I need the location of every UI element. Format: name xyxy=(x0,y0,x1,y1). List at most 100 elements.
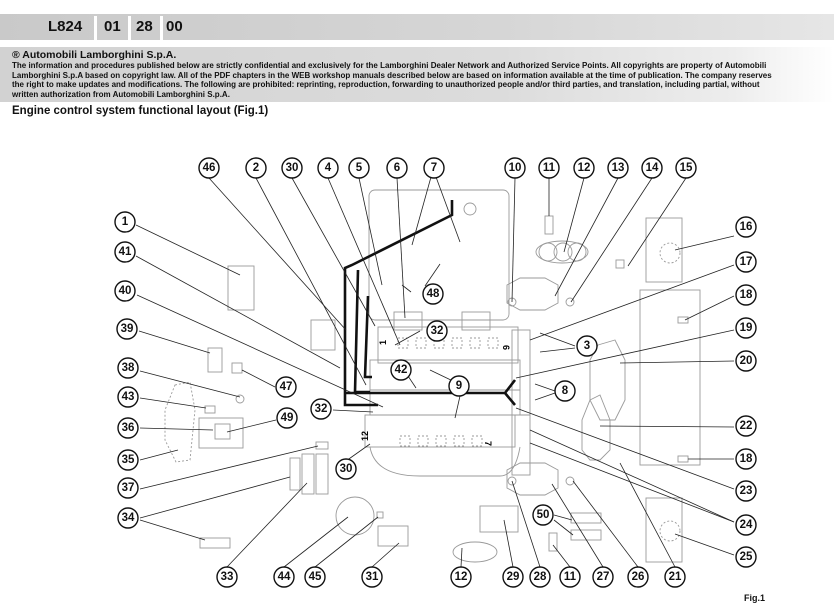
callout-36[interactable]: 36 xyxy=(117,417,139,439)
callout-44[interactable]: 44 xyxy=(273,566,295,588)
callout-31[interactable]: 31 xyxy=(361,566,383,588)
svg-text:5: 5 xyxy=(356,162,363,174)
svg-text:30: 30 xyxy=(340,463,353,475)
svg-text:43: 43 xyxy=(122,391,135,403)
callout-23[interactable]: 23 xyxy=(735,480,757,502)
callout-30-lower[interactable]: 30 xyxy=(335,458,357,480)
copyright-notice: ® Automobili Lamborghini S.p.A. The info… xyxy=(0,47,834,102)
svg-text:22: 22 xyxy=(740,420,753,432)
callout-43[interactable]: 43 xyxy=(117,386,139,408)
callout-42[interactable]: 42 xyxy=(390,359,412,381)
svg-text:27: 27 xyxy=(597,571,610,583)
airflow-ring-top xyxy=(535,240,589,264)
callout-28[interactable]: 28 xyxy=(529,566,551,588)
callout-7[interactable]: 7 xyxy=(423,157,445,179)
callout-39[interactable]: 39 xyxy=(116,318,138,340)
callout-18-top[interactable]: 18 xyxy=(735,284,757,306)
callout-15[interactable]: 15 xyxy=(675,157,697,179)
callout-17[interactable]: 17 xyxy=(735,251,757,273)
callout-12-bottom[interactable]: 12 xyxy=(450,566,472,588)
callout-48[interactable]: 48 xyxy=(422,283,444,305)
bank-label-6: 6 xyxy=(501,345,511,350)
callout-5[interactable]: 5 xyxy=(348,157,370,179)
catalyst-22 xyxy=(581,394,611,461)
component-34-lower xyxy=(199,537,231,549)
callout-6[interactable]: 6 xyxy=(386,157,408,179)
callout-18-bottom[interactable]: 18 xyxy=(735,448,757,470)
callout-37[interactable]: 37 xyxy=(117,477,139,499)
callout-14[interactable]: 14 xyxy=(641,157,663,179)
callout-22[interactable]: 22 xyxy=(735,415,757,437)
callout-3[interactable]: 3 xyxy=(576,335,598,357)
svg-text:36: 36 xyxy=(122,422,135,434)
leader-lines xyxy=(135,176,735,568)
callout-40[interactable]: 40 xyxy=(114,280,136,302)
document-header-bar: L824 01 28 00 xyxy=(0,14,834,40)
callout-24[interactable]: 24 xyxy=(735,514,757,536)
component-29 xyxy=(479,505,519,533)
component-46 xyxy=(310,319,336,351)
throttle-body-bottom xyxy=(506,462,559,496)
callout-26[interactable]: 26 xyxy=(627,566,649,588)
callout-13[interactable]: 13 xyxy=(607,157,629,179)
callout-25[interactable]: 25 xyxy=(735,546,757,568)
component-33b xyxy=(315,453,329,495)
callout-4[interactable]: 4 xyxy=(317,157,339,179)
callout-20[interactable]: 20 xyxy=(735,350,757,372)
callout-12[interactable]: 12 xyxy=(573,157,595,179)
svg-text:40: 40 xyxy=(119,285,132,297)
callout-32-left[interactable]: 32 xyxy=(310,398,332,420)
doc-code-section: 00 xyxy=(166,18,183,35)
callout-27[interactable]: 27 xyxy=(592,566,614,588)
section-title: Engine control system functional layout … xyxy=(12,105,269,117)
callout-41[interactable]: 41 xyxy=(114,241,136,263)
svg-text:28: 28 xyxy=(534,571,547,583)
lambda-sensor-18a xyxy=(677,316,689,324)
svg-text:39: 39 xyxy=(121,323,134,335)
coil-markers-bottom xyxy=(399,435,483,447)
svg-text:50: 50 xyxy=(537,509,550,521)
bank-label-12: 12 xyxy=(360,431,370,441)
svg-text:23: 23 xyxy=(740,485,753,497)
fuel-hoses xyxy=(343,200,517,407)
callout-47[interactable]: 47 xyxy=(275,376,297,398)
svg-text:18: 18 xyxy=(740,453,753,465)
callout-11-bottom[interactable]: 11 xyxy=(559,566,581,588)
callout-35[interactable]: 35 xyxy=(117,449,139,471)
bank-label-1: 1 xyxy=(378,340,388,345)
callout-34[interactable]: 34 xyxy=(117,507,139,529)
svg-text:11: 11 xyxy=(543,162,556,174)
callout-16[interactable]: 16 xyxy=(735,216,757,238)
callout-45[interactable]: 45 xyxy=(304,566,326,588)
svg-text:34: 34 xyxy=(122,512,135,524)
coil-markers-top xyxy=(397,337,499,349)
callout-8[interactable]: 8 xyxy=(554,380,576,402)
callout-46[interactable]: 46 xyxy=(198,157,220,179)
svg-text:19: 19 xyxy=(740,322,753,334)
callout-9[interactable]: 9 xyxy=(448,375,470,397)
callout-29[interactable]: 29 xyxy=(502,566,524,588)
component-45 xyxy=(376,511,384,519)
callout-2[interactable]: 2 xyxy=(245,157,267,179)
sensor-11-bottom xyxy=(548,532,558,552)
callout-49[interactable]: 49 xyxy=(276,407,298,429)
callout-21[interactable]: 21 xyxy=(664,566,686,588)
callout-11[interactable]: 11 xyxy=(538,157,560,179)
svg-text:35: 35 xyxy=(122,454,135,466)
callout-1[interactable]: 1 xyxy=(114,211,136,233)
callout-32-top[interactable]: 32 xyxy=(426,320,448,342)
notice-body: The information and procedures published… xyxy=(12,61,772,99)
callout-10[interactable]: 10 xyxy=(504,157,526,179)
catalyst-box-bottom xyxy=(645,497,683,563)
callout-30[interactable]: 30 xyxy=(281,157,303,179)
svg-text:6: 6 xyxy=(394,162,400,174)
callout-19[interactable]: 19 xyxy=(735,317,757,339)
engine-sump xyxy=(369,446,521,477)
callout-50[interactable]: 50 xyxy=(532,504,554,526)
svg-text:32: 32 xyxy=(431,325,444,337)
callout-38[interactable]: 38 xyxy=(117,357,139,379)
svg-text:14: 14 xyxy=(646,162,659,174)
callout-33[interactable]: 33 xyxy=(216,566,238,588)
catalyst-box-top xyxy=(645,217,683,283)
